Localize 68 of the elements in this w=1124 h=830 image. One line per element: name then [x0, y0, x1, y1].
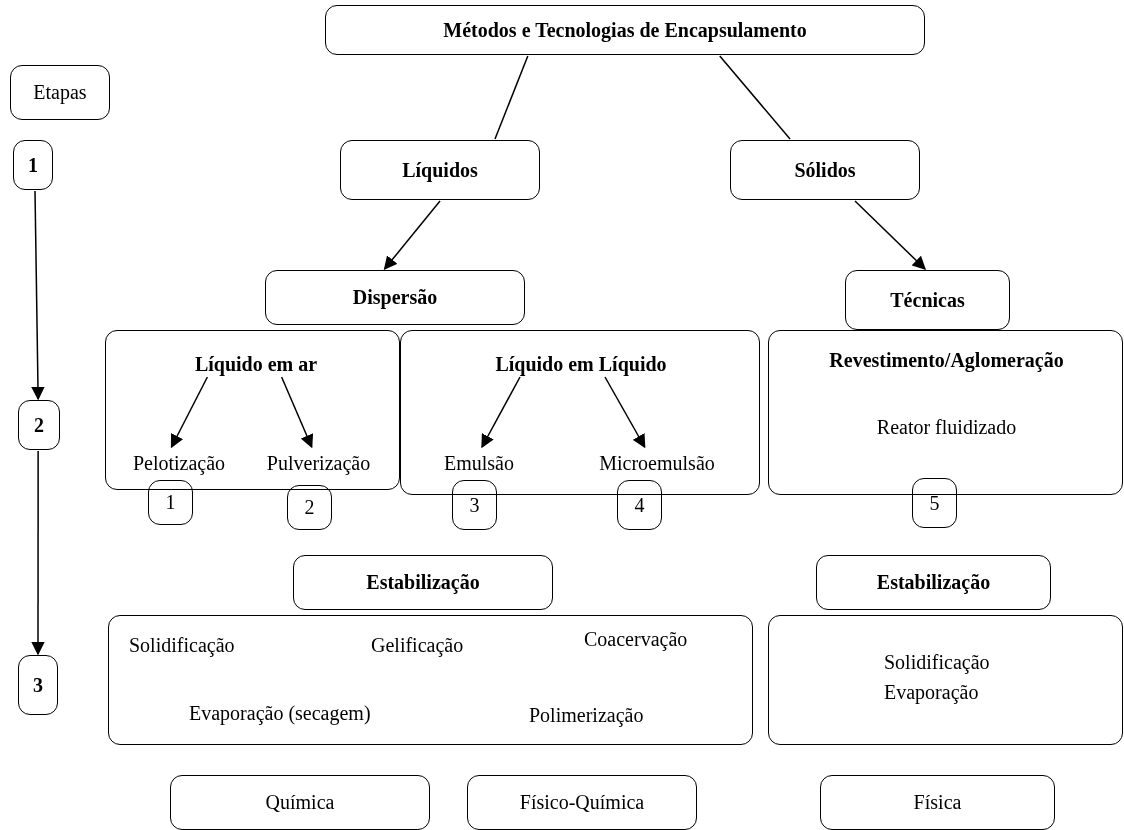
legend-box — [10, 65, 110, 120]
arrow — [604, 376, 646, 449]
number-box — [452, 480, 497, 530]
rounded-box — [467, 775, 697, 830]
number-box — [912, 478, 957, 528]
box-label: Polimerização — [529, 704, 644, 727]
method-label: Pulverização — [246, 449, 391, 477]
connector-line — [494, 55, 529, 140]
arrow — [31, 190, 45, 401]
box-label: Gelificação — [371, 634, 464, 657]
step-number: 4 — [634, 493, 645, 517]
box-label: Evaporação — [884, 681, 979, 704]
step-box — [18, 400, 60, 450]
heading-text: Sólidos — [794, 158, 856, 182]
rounded-box — [265, 270, 525, 325]
rounded-box — [340, 140, 540, 200]
number-box — [287, 485, 332, 530]
box-label: Química — [265, 791, 335, 814]
heading-text: Estabilização — [876, 571, 991, 594]
box-label: Solidificação — [884, 651, 990, 674]
heading-text: Líquidos — [402, 158, 478, 182]
step-box — [18, 655, 58, 715]
number-box — [617, 480, 662, 530]
box-label: Etapas — [33, 81, 87, 104]
arrow — [280, 376, 314, 449]
rounded-box — [325, 5, 925, 55]
rounded-box — [768, 330, 1123, 495]
step-number: 3 — [33, 673, 43, 697]
box-label: Físico-Química — [519, 791, 645, 814]
rounded-box — [816, 555, 1051, 610]
step-number: 1 — [28, 153, 38, 177]
box-label: Coacervação — [584, 628, 688, 651]
step-box — [13, 140, 53, 190]
arrow — [854, 200, 926, 270]
rounded-box — [293, 555, 553, 610]
heading-text: Líquido em ar — [186, 351, 326, 377]
heading-text: Dispersão — [352, 286, 438, 309]
connector-line — [719, 55, 791, 140]
arrow — [481, 376, 521, 449]
arrow — [31, 450, 45, 656]
box-label: Reator fluidizado — [875, 416, 1018, 439]
rounded-box — [730, 140, 920, 200]
rounded-box — [820, 775, 1055, 830]
method-label: Emulsão — [429, 449, 529, 477]
step-number: 1 — [165, 491, 176, 514]
rounded-box — [170, 775, 430, 830]
step-number: 5 — [929, 491, 940, 515]
heading-text: Estabilização — [366, 571, 480, 594]
heading-text: Líquido em Líquido — [481, 351, 681, 377]
rounded-box — [105, 330, 400, 490]
arrow — [383, 200, 441, 271]
step-number: 2 — [304, 496, 315, 519]
rounded-box — [108, 615, 753, 745]
method-label: Pelotização — [114, 449, 244, 477]
box-label: Solidificação — [129, 634, 235, 657]
arrow — [170, 376, 209, 449]
heading-text: Revestimento/Aglomeração — [828, 349, 1065, 372]
step-number: 3 — [469, 493, 480, 517]
rounded-box — [768, 615, 1123, 745]
rounded-box — [400, 330, 760, 495]
step-number: 2 — [34, 413, 44, 437]
box-label: Evaporação (secagem) — [189, 702, 371, 725]
heading-text: Métodos e Tecnologias de Encapsulamento — [443, 18, 807, 42]
box-label: Física — [913, 791, 962, 814]
method-label: Microemulsão — [576, 449, 738, 477]
number-box — [148, 480, 193, 525]
rounded-box — [845, 270, 1010, 330]
heading-text: Técnicas — [890, 288, 965, 312]
